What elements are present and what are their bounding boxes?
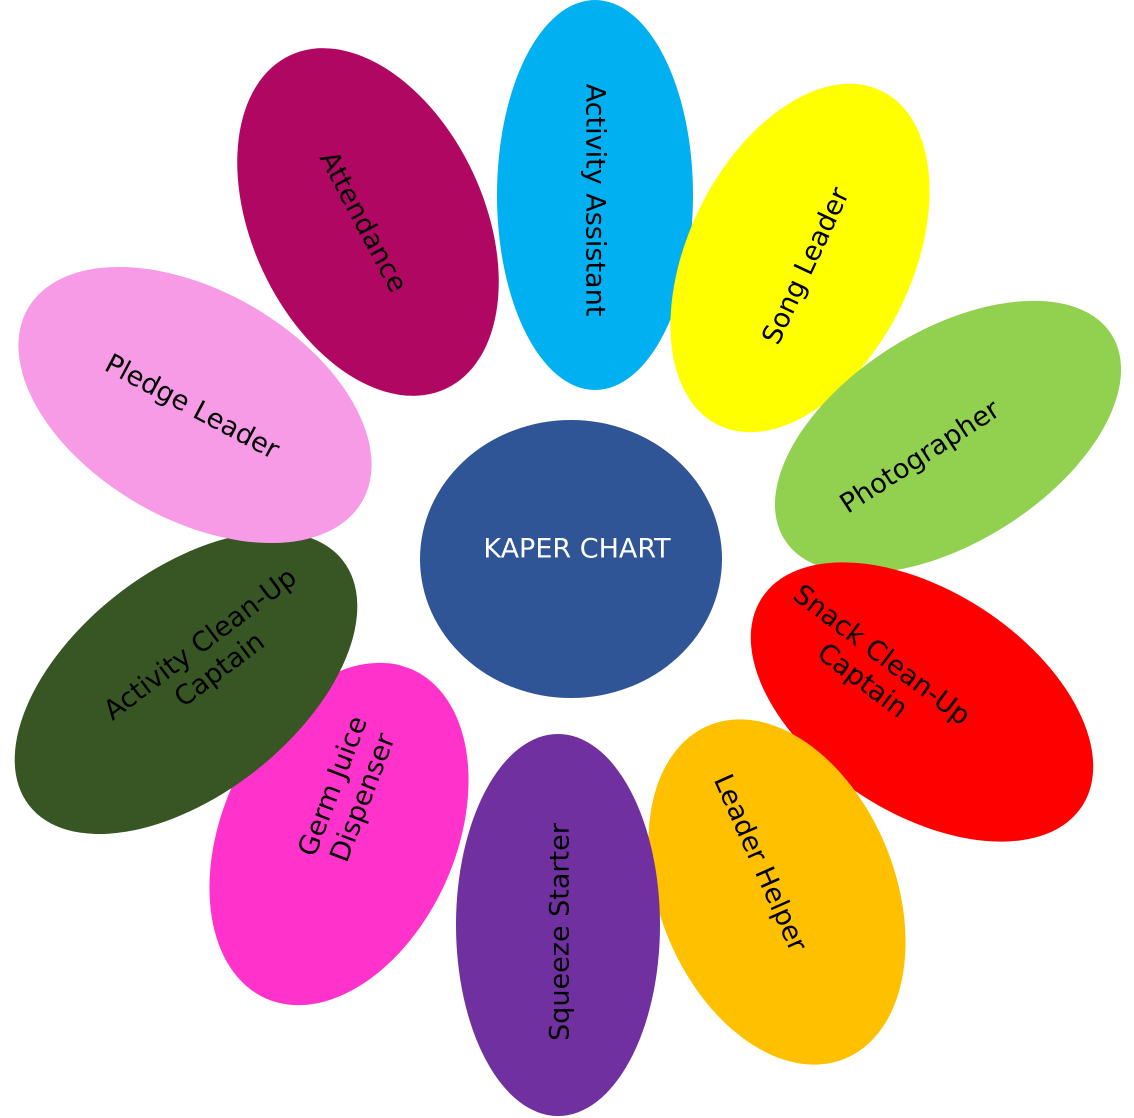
petal-photographer: Photographer xyxy=(774,300,1122,574)
petal-shape-song-leader xyxy=(670,83,930,433)
center-label: KAPER CHART xyxy=(483,534,671,565)
petal-activity-clean-up-captain: Activity Clean-UpCaptain xyxy=(14,532,358,834)
petal-attendance: Attendance xyxy=(237,48,499,396)
petal-shape-photographer xyxy=(774,300,1122,574)
petal-activity-assistant: Activity Assistant xyxy=(497,0,693,390)
petal-leader-helper: Leader Helper xyxy=(648,719,906,1065)
petal-shape-activity-clean-up-captain xyxy=(14,532,358,834)
petal-pledge-leader: Pledge Leader xyxy=(18,266,372,544)
petal-label-line: Activity Assistant xyxy=(580,84,611,317)
petal-shape-activity-assistant xyxy=(497,0,693,390)
petal-shape-leader-helper xyxy=(648,719,906,1065)
petal-label-activity-assistant: Activity Assistant xyxy=(580,84,611,317)
petal-squeeze-starter: Squeeze Starter xyxy=(456,734,660,1116)
petal-label-line: Squeeze Starter xyxy=(545,822,576,1041)
center-node: KAPER CHART xyxy=(420,420,722,698)
petal-shape-attendance xyxy=(237,48,499,396)
petal-song-leader: Song Leader xyxy=(670,83,930,433)
petal-shape-squeeze-starter xyxy=(456,734,660,1116)
petal-shape-pledge-leader xyxy=(18,266,372,544)
center-ellipse xyxy=(420,420,722,698)
petal-label-squeeze-starter: Squeeze Starter xyxy=(545,822,576,1041)
